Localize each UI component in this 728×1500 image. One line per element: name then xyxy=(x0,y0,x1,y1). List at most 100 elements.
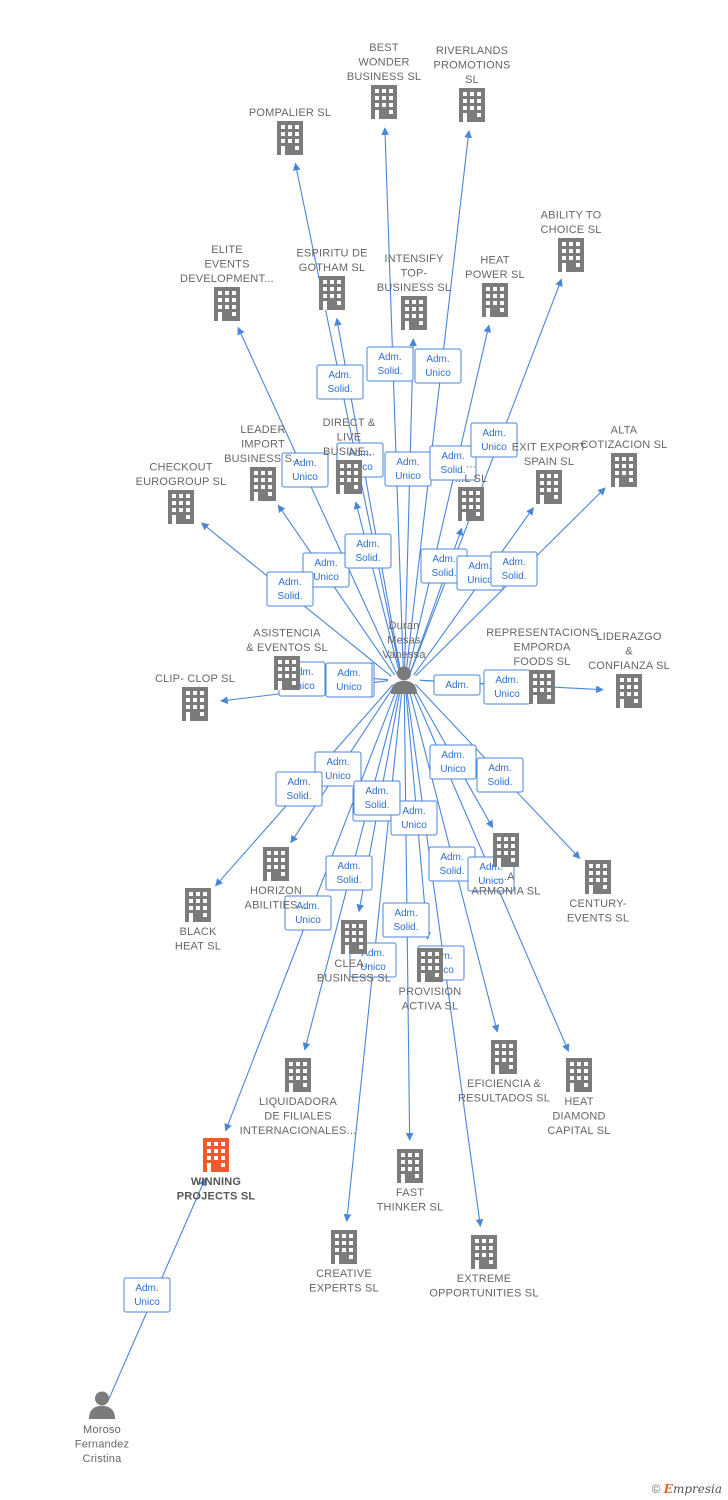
company-node-century[interactable]: CENTURY-EVENTS SL xyxy=(567,860,629,925)
role-badge[interactable]: Adm.Solid. xyxy=(316,364,364,400)
role-badge-box xyxy=(325,855,373,891)
role-badge[interactable]: Adm. xyxy=(433,674,481,696)
role-badge-text: Solid. xyxy=(277,591,302,602)
company-label: BUSINESS SL xyxy=(347,71,421,83)
company-label: CLEA... xyxy=(334,958,373,970)
building-icon xyxy=(417,948,443,982)
role-badge[interactable]: Adm.Unico xyxy=(284,895,332,931)
role-badge[interactable]: Adm.Unico xyxy=(302,552,350,588)
company-node-clear[interactable]: CLEA...BUSINESS SL xyxy=(317,920,391,985)
role-badge[interactable]: Adm.Solid. xyxy=(275,771,323,807)
role-badge[interactable]: Adm.Unico xyxy=(281,452,329,488)
company-label: EFICIENCIA & xyxy=(467,1078,541,1090)
role-badge-text: Solid. xyxy=(431,568,456,579)
building-icon xyxy=(185,888,211,922)
role-badge-text: Solid. xyxy=(327,384,352,395)
role-badge[interactable]: Adm.Solid. xyxy=(353,780,401,816)
company-node-unknown_sl[interactable]: ......L SL xyxy=(455,459,488,522)
company-label: ELITE xyxy=(211,244,243,256)
role-badge[interactable]: Adm.Unico xyxy=(414,348,462,384)
role-badge[interactable]: Adm.Unico xyxy=(390,800,438,836)
role-badge[interactable]: Adm. Solid. xyxy=(266,571,314,607)
company-node-direct_live[interactable]: DIRECT &LIVEBUSINE... xyxy=(323,417,376,494)
company-label: SL xyxy=(465,74,479,86)
company-node-horizon[interactable]: HORIZONABILITIES... xyxy=(245,847,308,912)
role-badge-text: Unico xyxy=(467,575,493,586)
company-label: OPPORTUNITIES SL xyxy=(429,1288,538,1300)
company-label: ESPIRITU DE xyxy=(296,248,367,260)
role-badge[interactable]: Adm. Unico xyxy=(314,751,362,787)
role-badge[interactable]: Adm.Solid. xyxy=(420,548,468,584)
role-badge-text: Adm. xyxy=(479,862,502,873)
company-label: DIAMOND xyxy=(552,1111,605,1123)
building-icon xyxy=(529,670,555,704)
company-node-clipclop[interactable]: CLIP- CLOP SL xyxy=(155,673,235,721)
role-badge-text: Adm. xyxy=(365,786,388,797)
company-label: POWER SL xyxy=(465,269,525,281)
role-badge[interactable]: Adm.Solid. xyxy=(344,533,392,569)
role-badge-text: Adm. xyxy=(326,757,349,768)
company-label: BEST xyxy=(369,42,399,54)
company-label: HEAT SL xyxy=(175,941,221,953)
role-badge[interactable]: Adm.Unico xyxy=(325,662,373,698)
role-badge-text: Adm. xyxy=(278,577,301,588)
company-label: LIVE xyxy=(337,432,362,444)
company-label: ... xyxy=(466,459,476,471)
role-badge[interactable]: Adm.Unico xyxy=(384,451,432,487)
company-label: REPRESENTACIONS xyxy=(486,627,598,639)
role-badge[interactable]: Adm.Solid. xyxy=(382,902,430,938)
role-badge-text: Unico xyxy=(325,771,351,782)
role-badge[interactable]: Adm.Solid. xyxy=(490,551,538,587)
role-badge[interactable]: Adm.Unico xyxy=(123,1277,171,1313)
role-badge[interactable]: Adm.Solid. xyxy=(366,346,414,382)
role-badge[interactable]: Adm.Unico xyxy=(429,744,477,780)
company-node-pompalier[interactable]: POMPALIER SL xyxy=(249,107,331,155)
role-badge[interactable]: Adm.Unico xyxy=(470,422,518,458)
company-node-elite[interactable]: ELITEEVENTSDEVELOPMENT... xyxy=(180,244,274,321)
building-icon xyxy=(263,847,289,881)
edge-duran-pompalier xyxy=(292,162,402,675)
role-badge-text: Solid. xyxy=(393,922,418,933)
role-badge[interactable]: Adm.Unico xyxy=(483,669,531,705)
company-label: DEVELOPMENT... xyxy=(180,273,274,285)
company-node-eficiencia[interactable]: EFICIENCIA &RESULTADOS SL xyxy=(458,1040,550,1105)
role-badge-box xyxy=(316,364,364,400)
role-badge-text: Unico xyxy=(481,442,507,453)
edge-duran-best_wonder xyxy=(381,127,404,675)
role-badge-box xyxy=(429,445,477,481)
company-node-espiritu[interactable]: ESPIRITU DE GOTHAM SL xyxy=(296,248,367,311)
company-node-liderazgo[interactable]: LIDERAZGO&CONFIANZA SL xyxy=(588,631,670,708)
role-badge-box xyxy=(314,751,362,787)
role-badge[interactable]: Adm.Solid. xyxy=(476,757,524,793)
role-badge[interactable]: Adm.Solid. xyxy=(429,445,477,481)
company-label: HEAT xyxy=(564,1096,593,1108)
empresia-logo[interactable]: Empresia xyxy=(664,1482,722,1496)
role-badge-box xyxy=(382,902,430,938)
role-badge[interactable]: Adm.Solid. xyxy=(325,855,373,891)
role-badge-box xyxy=(275,771,323,807)
company-label: GOTHAM SL xyxy=(299,262,366,274)
company-node-asistencia[interactable]: ASISTENCIA& EVENTOS SL xyxy=(246,628,328,691)
